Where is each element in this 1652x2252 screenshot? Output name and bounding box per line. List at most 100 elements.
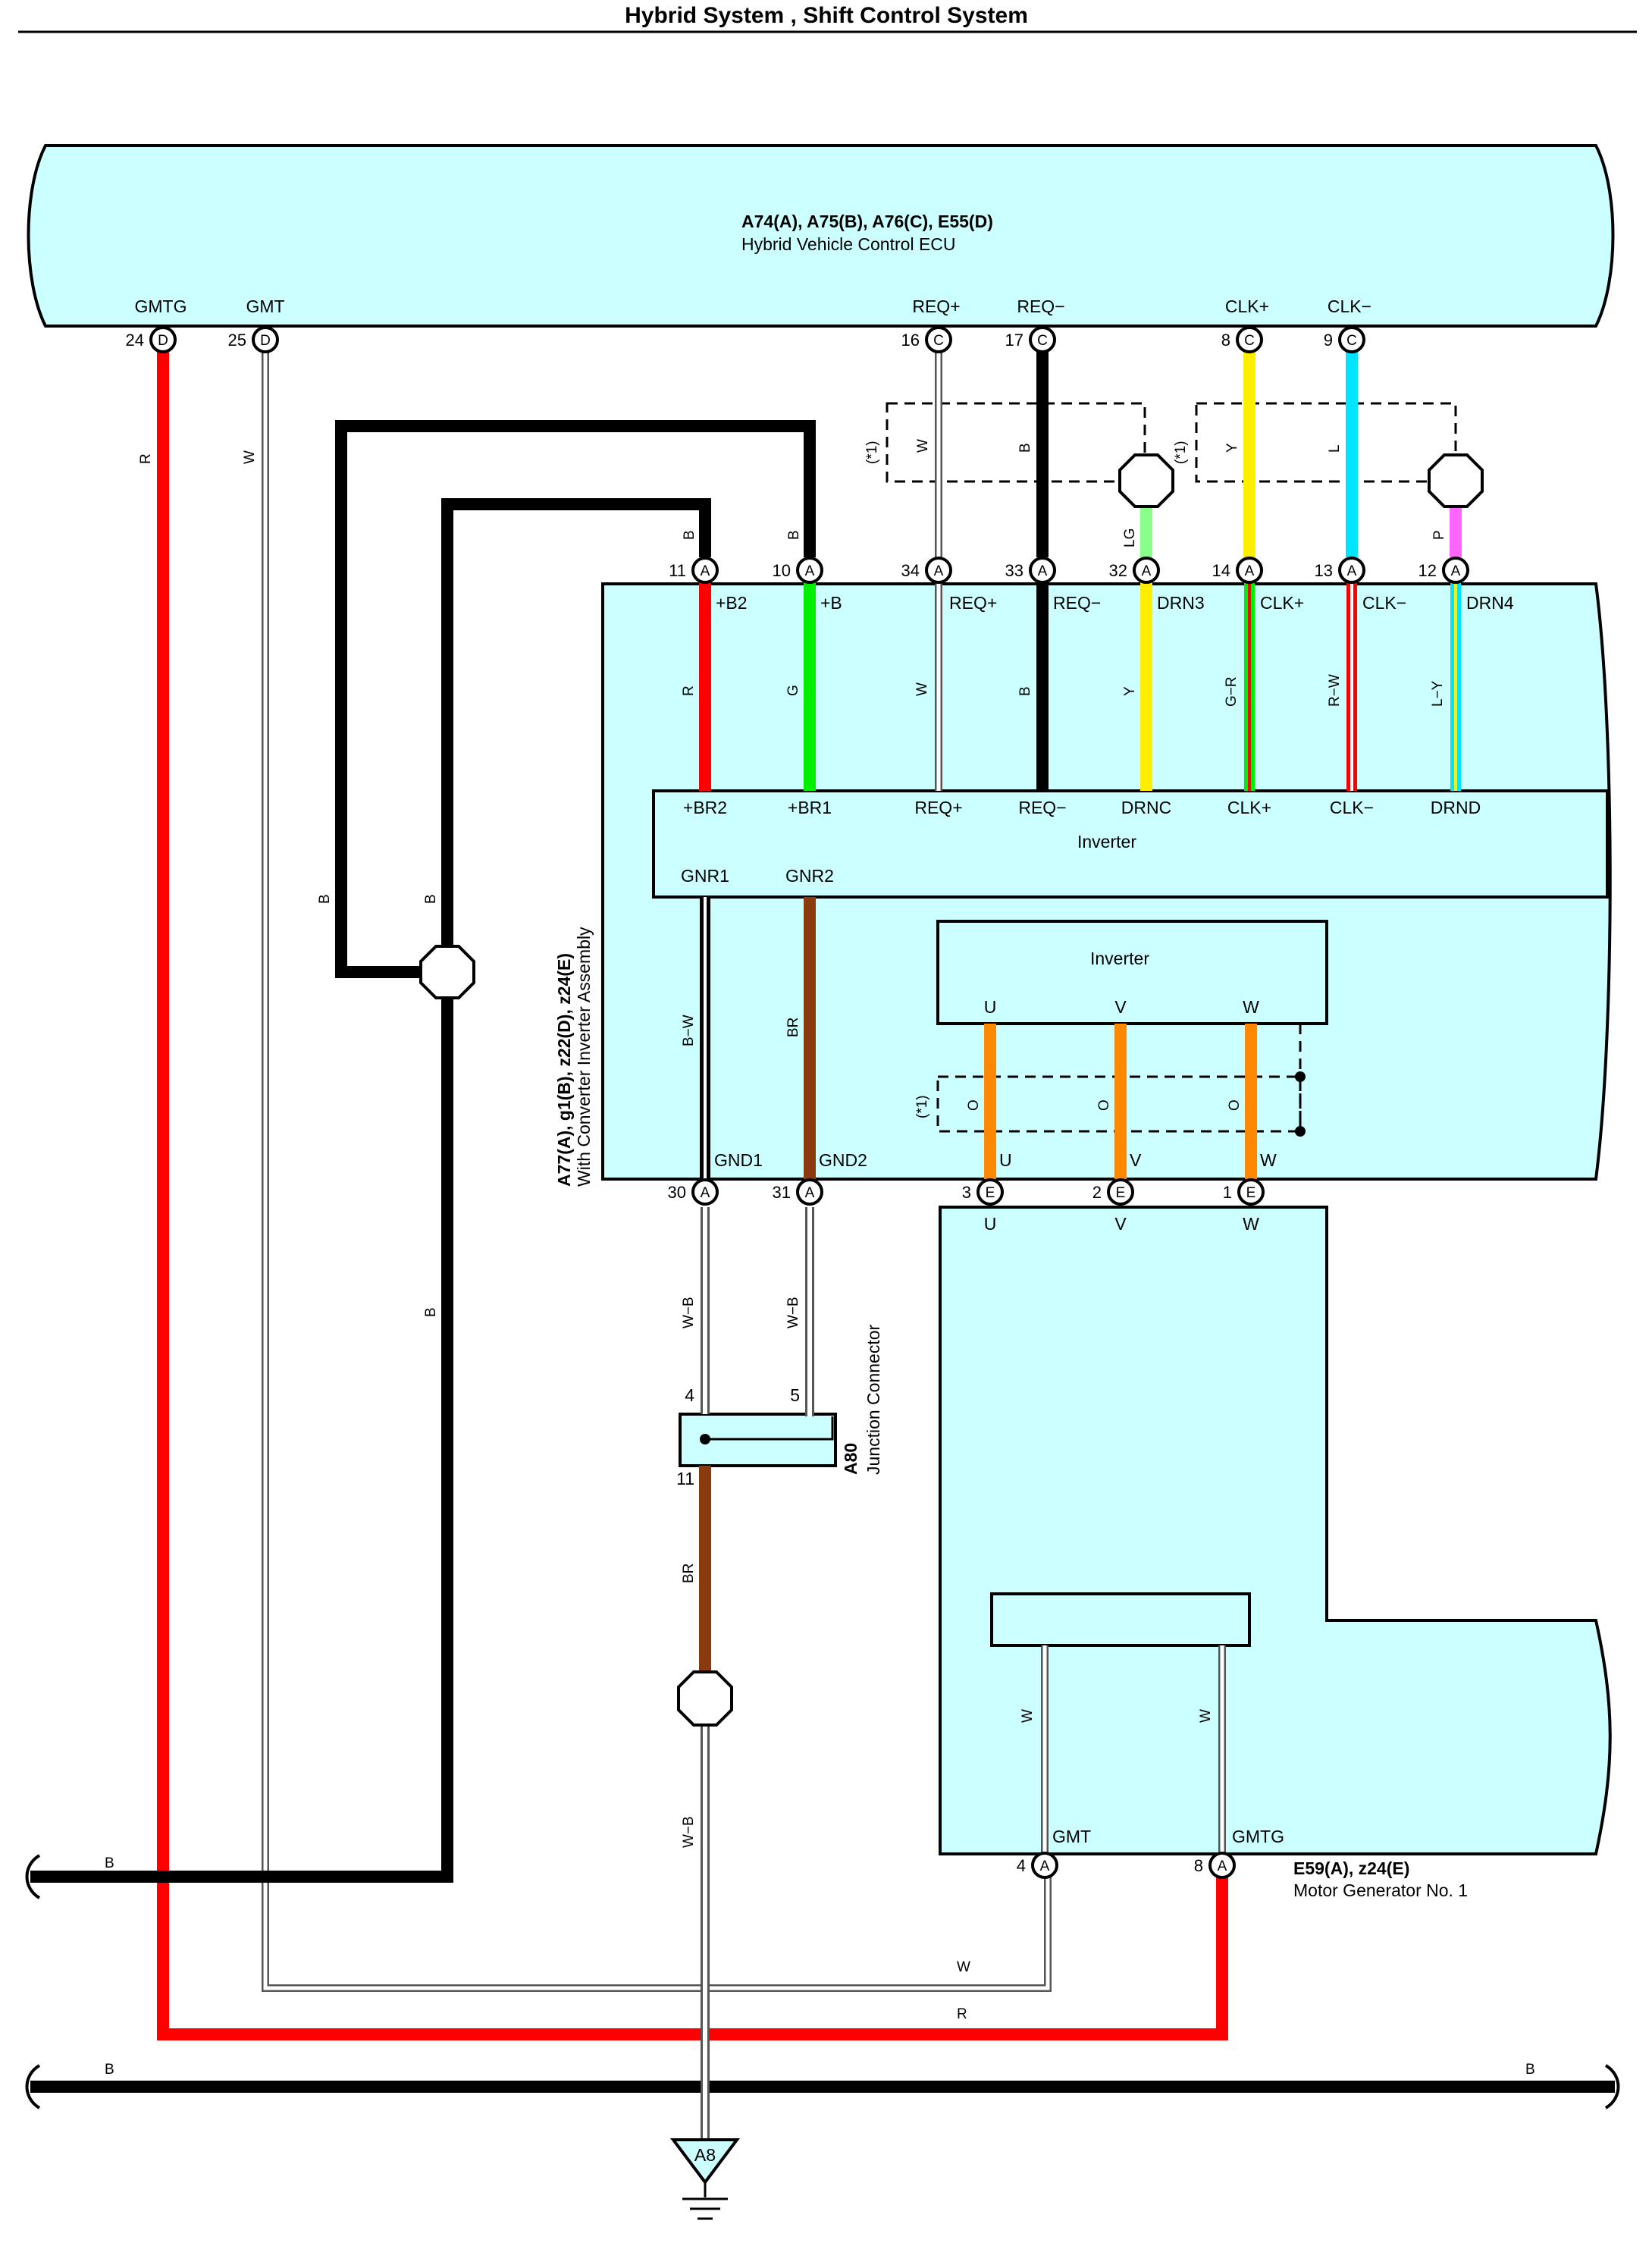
pin-inv-13: 13	[1315, 561, 1333, 580]
term-inv-clk-plus: CLK+	[1260, 593, 1304, 613]
conn-inv-10-letter: A	[805, 563, 815, 579]
pin-inv-32: 32	[1109, 561, 1127, 580]
conn-inv-13	[1338, 557, 1365, 584]
wire-label-br-inner: BR	[785, 1018, 801, 1037]
inner-label-clk-minus: CLK−	[1330, 798, 1374, 817]
wire-label-b-down: B	[423, 1307, 439, 1317]
wire-label-b-bus-upper: B	[105, 1855, 114, 1871]
conn-inv-31	[796, 1178, 823, 1206]
inner-label-req-minus: REQ−	[1018, 798, 1066, 817]
pin-ecu-25: 25	[228, 331, 246, 350]
splice-ground	[677, 1670, 733, 1727]
shield-dot-1	[1295, 1071, 1306, 1082]
ground-label: A8	[694, 2145, 716, 2165]
wire-label-r-left: R	[138, 453, 154, 464]
wire-label-w-bottom: W	[957, 1959, 970, 1975]
conn-inv-11	[691, 557, 719, 584]
conn-inv-32-letter: A	[1142, 563, 1152, 579]
conn-ecu-9	[1338, 326, 1365, 353]
shield-box-req	[886, 402, 1146, 483]
wire-label-inner-gr: G−R	[1224, 676, 1240, 707]
term-inv-req-plus: REQ+	[949, 593, 997, 613]
junction-bus	[705, 1416, 834, 1441]
ecu-term-clk-plus: CLK+	[1225, 296, 1269, 316]
conn-ecu-8	[1236, 326, 1263, 353]
inner-label-br2: +BR2	[683, 798, 727, 817]
term-inv-req-minus: REQ−	[1053, 593, 1101, 613]
junction-splice-dot	[700, 1434, 710, 1444]
shield-note-phase: (*1)	[914, 1095, 930, 1118]
ecu-term-clk-minus: CLK−	[1328, 296, 1371, 316]
inner-label-req-plus: REQ+	[914, 798, 962, 817]
pin-inv-34: 34	[901, 561, 920, 580]
phase-label-v: V	[1114, 997, 1127, 1017]
wire-label-inner-w: W	[914, 682, 930, 696]
ecu-codes: A74(A), A75(B), A76(C), E55(D)	[741, 212, 993, 231]
ground-label-gnr1: GNR1	[681, 866, 729, 886]
motor-generator-box	[939, 1206, 1612, 1855]
conn-inv-34-letter: A	[934, 563, 944, 579]
inner-label-clk-plus: CLK+	[1227, 798, 1271, 817]
conn-ecu-16-letter: C	[933, 333, 944, 349]
conn-ecu-17	[1029, 326, 1056, 353]
conn-ecu-8-letter: C	[1244, 333, 1255, 349]
ecu-term-req-minus: REQ−	[1017, 296, 1064, 316]
pin-inv-11: 11	[669, 561, 686, 580]
inner-label-drnc: DRNC	[1121, 798, 1171, 817]
shield-box-clk	[1195, 402, 1457, 483]
conn-inv-1-letter: E	[1246, 1185, 1256, 1201]
conn-inv-11-letter: A	[701, 563, 710, 579]
conn-ecu-25-letter: D	[260, 333, 271, 349]
wire-gmtg-red	[157, 340, 1228, 2040]
conn-ecu-16	[925, 326, 952, 353]
inner-inverter-band	[652, 789, 1609, 899]
wire-label-b-outer-top: B	[786, 530, 802, 540]
wire-label-inner-y: Y	[1122, 686, 1138, 696]
term-inv-w: W	[1260, 1150, 1277, 1170]
mg-name: Motor Generator No. 1	[1293, 1880, 1468, 1900]
wire-label-b-req: B	[1017, 443, 1033, 453]
wire-label-r-bottom: R	[957, 2006, 967, 2022]
shield-note-req: (*1)	[864, 441, 880, 464]
junction-code: A80	[841, 1443, 860, 1475]
conn-ecu-24	[149, 326, 177, 353]
junction-pin-4: 4	[685, 1385, 694, 1405]
inner-label-drnd: DRND	[1431, 798, 1481, 817]
conn-inv-31-letter: A	[805, 1185, 815, 1201]
mg-top-label-w: W	[1243, 1214, 1259, 1234]
phase-inverter-name: Inverter	[1090, 949, 1149, 968]
ecu-name: Hybrid Vehicle Control ECU	[741, 234, 956, 254]
wire-gmt-white	[263, 340, 1050, 1990]
term-inv-drn4: DRN4	[1466, 593, 1514, 613]
wire-label-inner-rw: R−W	[1327, 674, 1343, 707]
conn-inv-12	[1442, 557, 1469, 584]
conn-mg-8	[1208, 1852, 1236, 1879]
wire-label-w-req: W	[915, 439, 931, 453]
conn-ecu-17-letter: C	[1037, 333, 1048, 349]
wire-label-o-u: O	[966, 1099, 982, 1111]
ecu-box	[27, 144, 1615, 328]
conn-inv-12-letter: A	[1451, 563, 1461, 579]
term-inv-gnd2: GND2	[819, 1150, 867, 1170]
mg-top-label-v: V	[1114, 1214, 1127, 1234]
pin-inv-12: 12	[1418, 561, 1437, 580]
conn-mg-8-letter: A	[1218, 1858, 1227, 1874]
shield-note-clk: (*1)	[1173, 441, 1189, 464]
wire-label-p: P	[1431, 530, 1447, 540]
ecu-term-gmt: GMT	[246, 296, 284, 316]
wire-label-lg: LG	[1122, 528, 1138, 547]
pin-inv-31: 31	[773, 1183, 791, 1202]
term-inv-drn3: DRN3	[1157, 593, 1205, 613]
page-title: Hybrid System , Shift Control System	[625, 3, 1028, 28]
ecu-term-gmtg: GMTG	[135, 296, 187, 316]
pin-inv-30: 30	[668, 1183, 686, 1202]
conn-inv-32	[1133, 557, 1160, 584]
term-inv-clk-minus: CLK−	[1362, 593, 1406, 613]
phase-label-w: W	[1243, 997, 1259, 1017]
conn-inv-30	[691, 1178, 719, 1206]
conn-inv-2-letter: E	[1116, 1185, 1126, 1201]
pin-mg-4: 4	[1017, 1856, 1026, 1875]
mg-top-label-u: U	[984, 1214, 997, 1234]
conn-ecu-24-letter: D	[158, 333, 168, 349]
